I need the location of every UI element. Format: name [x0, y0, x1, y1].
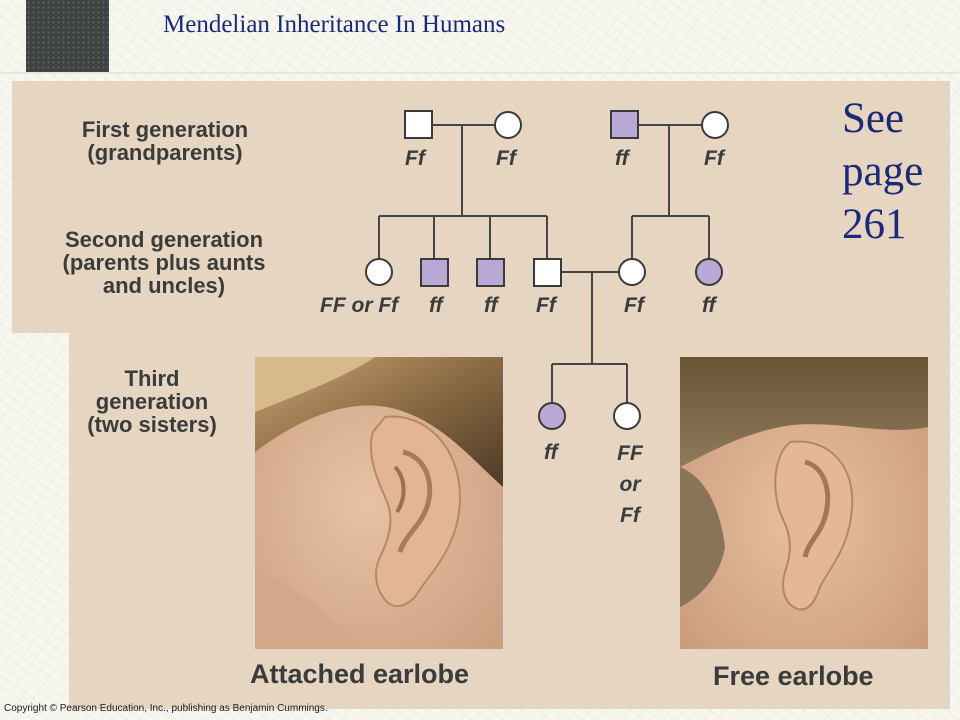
title-corner-block: [26, 0, 109, 72]
male-affected-symbol: [476, 258, 505, 287]
male-affected-symbol: [420, 258, 449, 287]
attached-earlobe-photo: [255, 357, 503, 649]
attached-earlobe-caption: Attached earlobe: [250, 659, 470, 689]
genotype-label: ff: [484, 294, 498, 317]
free-earlobe-caption: Free earlobe: [713, 661, 874, 691]
genotype-label: Ff: [704, 147, 724, 170]
genotype-label: ff: [544, 441, 558, 464]
genotype-label: FF or Ff: [617, 442, 643, 527]
third-generation-label: Third generation (two sisters): [87, 366, 217, 437]
genotype-label: ff: [429, 294, 443, 317]
free-earlobe-photo: [680, 357, 928, 649]
genotype-label: Ff: [405, 147, 425, 170]
genotype-label: FF or Ff: [320, 294, 399, 317]
first-generation-label: First generation (grandparents): [81, 117, 249, 165]
female-affected-symbol: [538, 402, 566, 430]
title-divider: [0, 72, 960, 74]
female-affected-symbol: [695, 258, 723, 286]
page-reference: See page 261: [842, 95, 924, 248]
genotype-label: ff: [702, 294, 716, 317]
slide-title: Mendelian Inheritance In Humans: [163, 11, 506, 38]
female-unaffected-symbol: [494, 111, 522, 139]
pedigree-figure: First generation (grandparents) Second g…: [12, 81, 950, 709]
female-unaffected-symbol: [701, 111, 729, 139]
copyright-notice: Copyright © Pearson Education, Inc., pub…: [4, 703, 328, 714]
male-unaffected-symbol: [404, 110, 433, 139]
pedigree-lines: [378, 124, 710, 403]
female-unaffected-symbol: [613, 402, 641, 430]
female-unaffected-symbol: [618, 258, 646, 286]
male-unaffected-symbol: [533, 258, 562, 287]
genotype-label: ff: [615, 147, 629, 170]
pedigree-chart: [365, 110, 729, 430]
genotype-label: Ff: [496, 147, 516, 170]
second-generation-label: Second generation (parents plus aunts an…: [62, 227, 266, 298]
genotype-label: Ff: [536, 294, 556, 317]
male-affected-symbol: [610, 110, 639, 139]
female-unaffected-symbol: [365, 258, 393, 286]
genotype-label: Ff: [624, 294, 644, 317]
